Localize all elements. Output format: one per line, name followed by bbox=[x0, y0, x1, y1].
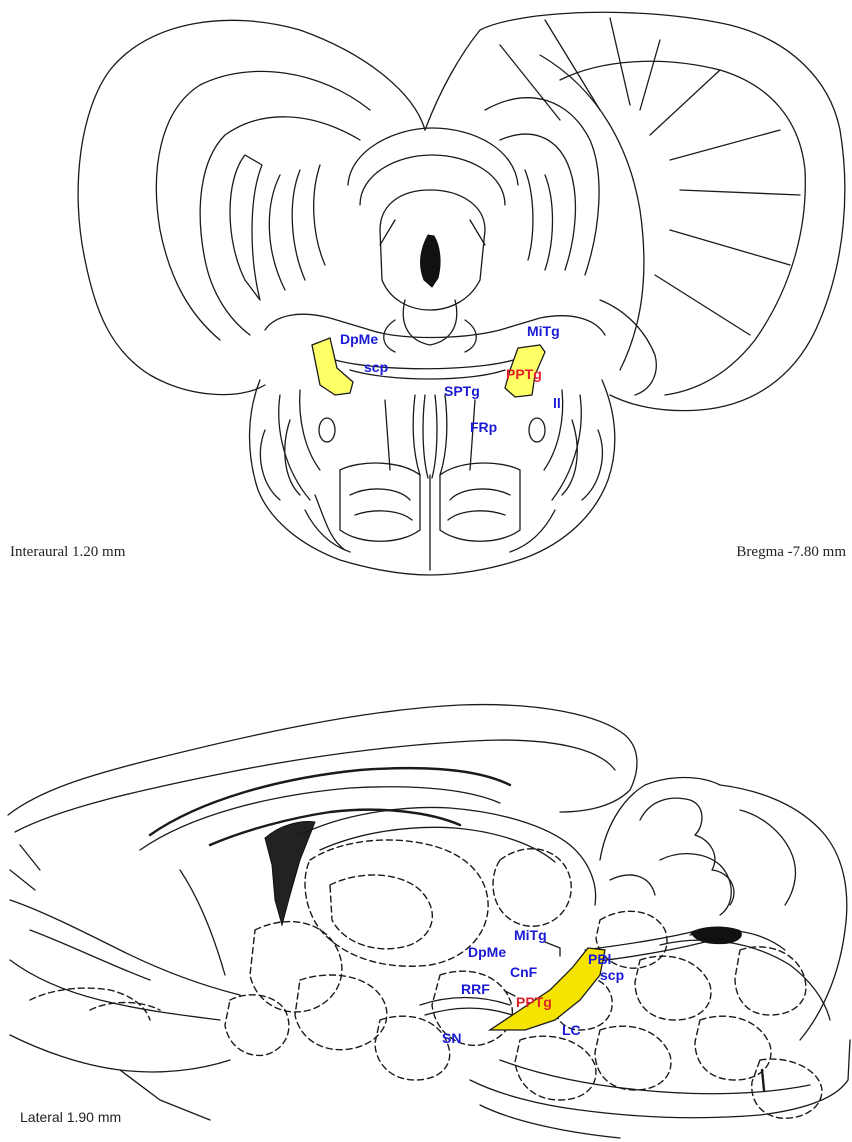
coronal-caption-bregma: Bregma -7.80 mm bbox=[736, 544, 846, 560]
fourth-ventricle bbox=[421, 235, 441, 287]
sagittal-ventricle bbox=[265, 822, 315, 925]
coronal-vermis bbox=[348, 128, 518, 352]
sagittal-label-lc: LC bbox=[562, 1022, 581, 1038]
coronal-label-pptg: PPTg bbox=[506, 366, 542, 382]
sagittal-cerebellum bbox=[600, 778, 847, 1041]
sagittal-fourth-ventricle bbox=[690, 926, 742, 944]
coronal-label-mitg: MiTg bbox=[527, 323, 560, 339]
coronal-brainstem bbox=[250, 314, 615, 575]
coronal-right-folds bbox=[485, 98, 656, 395]
sagittal-caption-lateral: Lateral 1.90 mm bbox=[20, 1109, 121, 1125]
sagittal-tectum bbox=[300, 807, 596, 905]
coronal-left-folds bbox=[156, 71, 370, 340]
coronal-outer-right bbox=[425, 12, 845, 410]
sagittal-label-sn: SN bbox=[442, 1030, 461, 1046]
sagittal-label-cnf: CnF bbox=[510, 964, 538, 980]
sagittal-cortex-outline bbox=[8, 705, 637, 815]
coronal-caption-interaural: Interaural 1.20 mm bbox=[10, 544, 126, 560]
coronal-label-scp: scp bbox=[364, 359, 388, 375]
sagittal-label-dpme: DpMe bbox=[468, 944, 506, 960]
coronal-label-dpme: DpMe bbox=[340, 331, 378, 347]
sagittal-label-rrf: RRF bbox=[461, 981, 490, 997]
sagittal-label-pbl: PBl bbox=[588, 951, 611, 967]
coronal-section: DpMe scp MiTg PPTg SPTg ll FRp Interaura… bbox=[10, 12, 846, 575]
sagittal-label-mitg: MiTg bbox=[514, 927, 547, 943]
sagittal-brainstem-outline bbox=[470, 1040, 850, 1118]
coronal-label-frp: FRp bbox=[470, 419, 497, 435]
mitg-leader-line bbox=[545, 942, 560, 956]
sagittal-label-scp: scp bbox=[600, 967, 624, 983]
sagittal-label-pptg: PPTg bbox=[516, 994, 552, 1010]
coronal-label-ll: ll bbox=[553, 395, 561, 411]
sagittal-section: MiTg DpMe PBl CnF scp RRF PPTg SN LC Lat… bbox=[8, 705, 850, 1138]
coronal-label-sptg: SPTg bbox=[444, 383, 480, 399]
